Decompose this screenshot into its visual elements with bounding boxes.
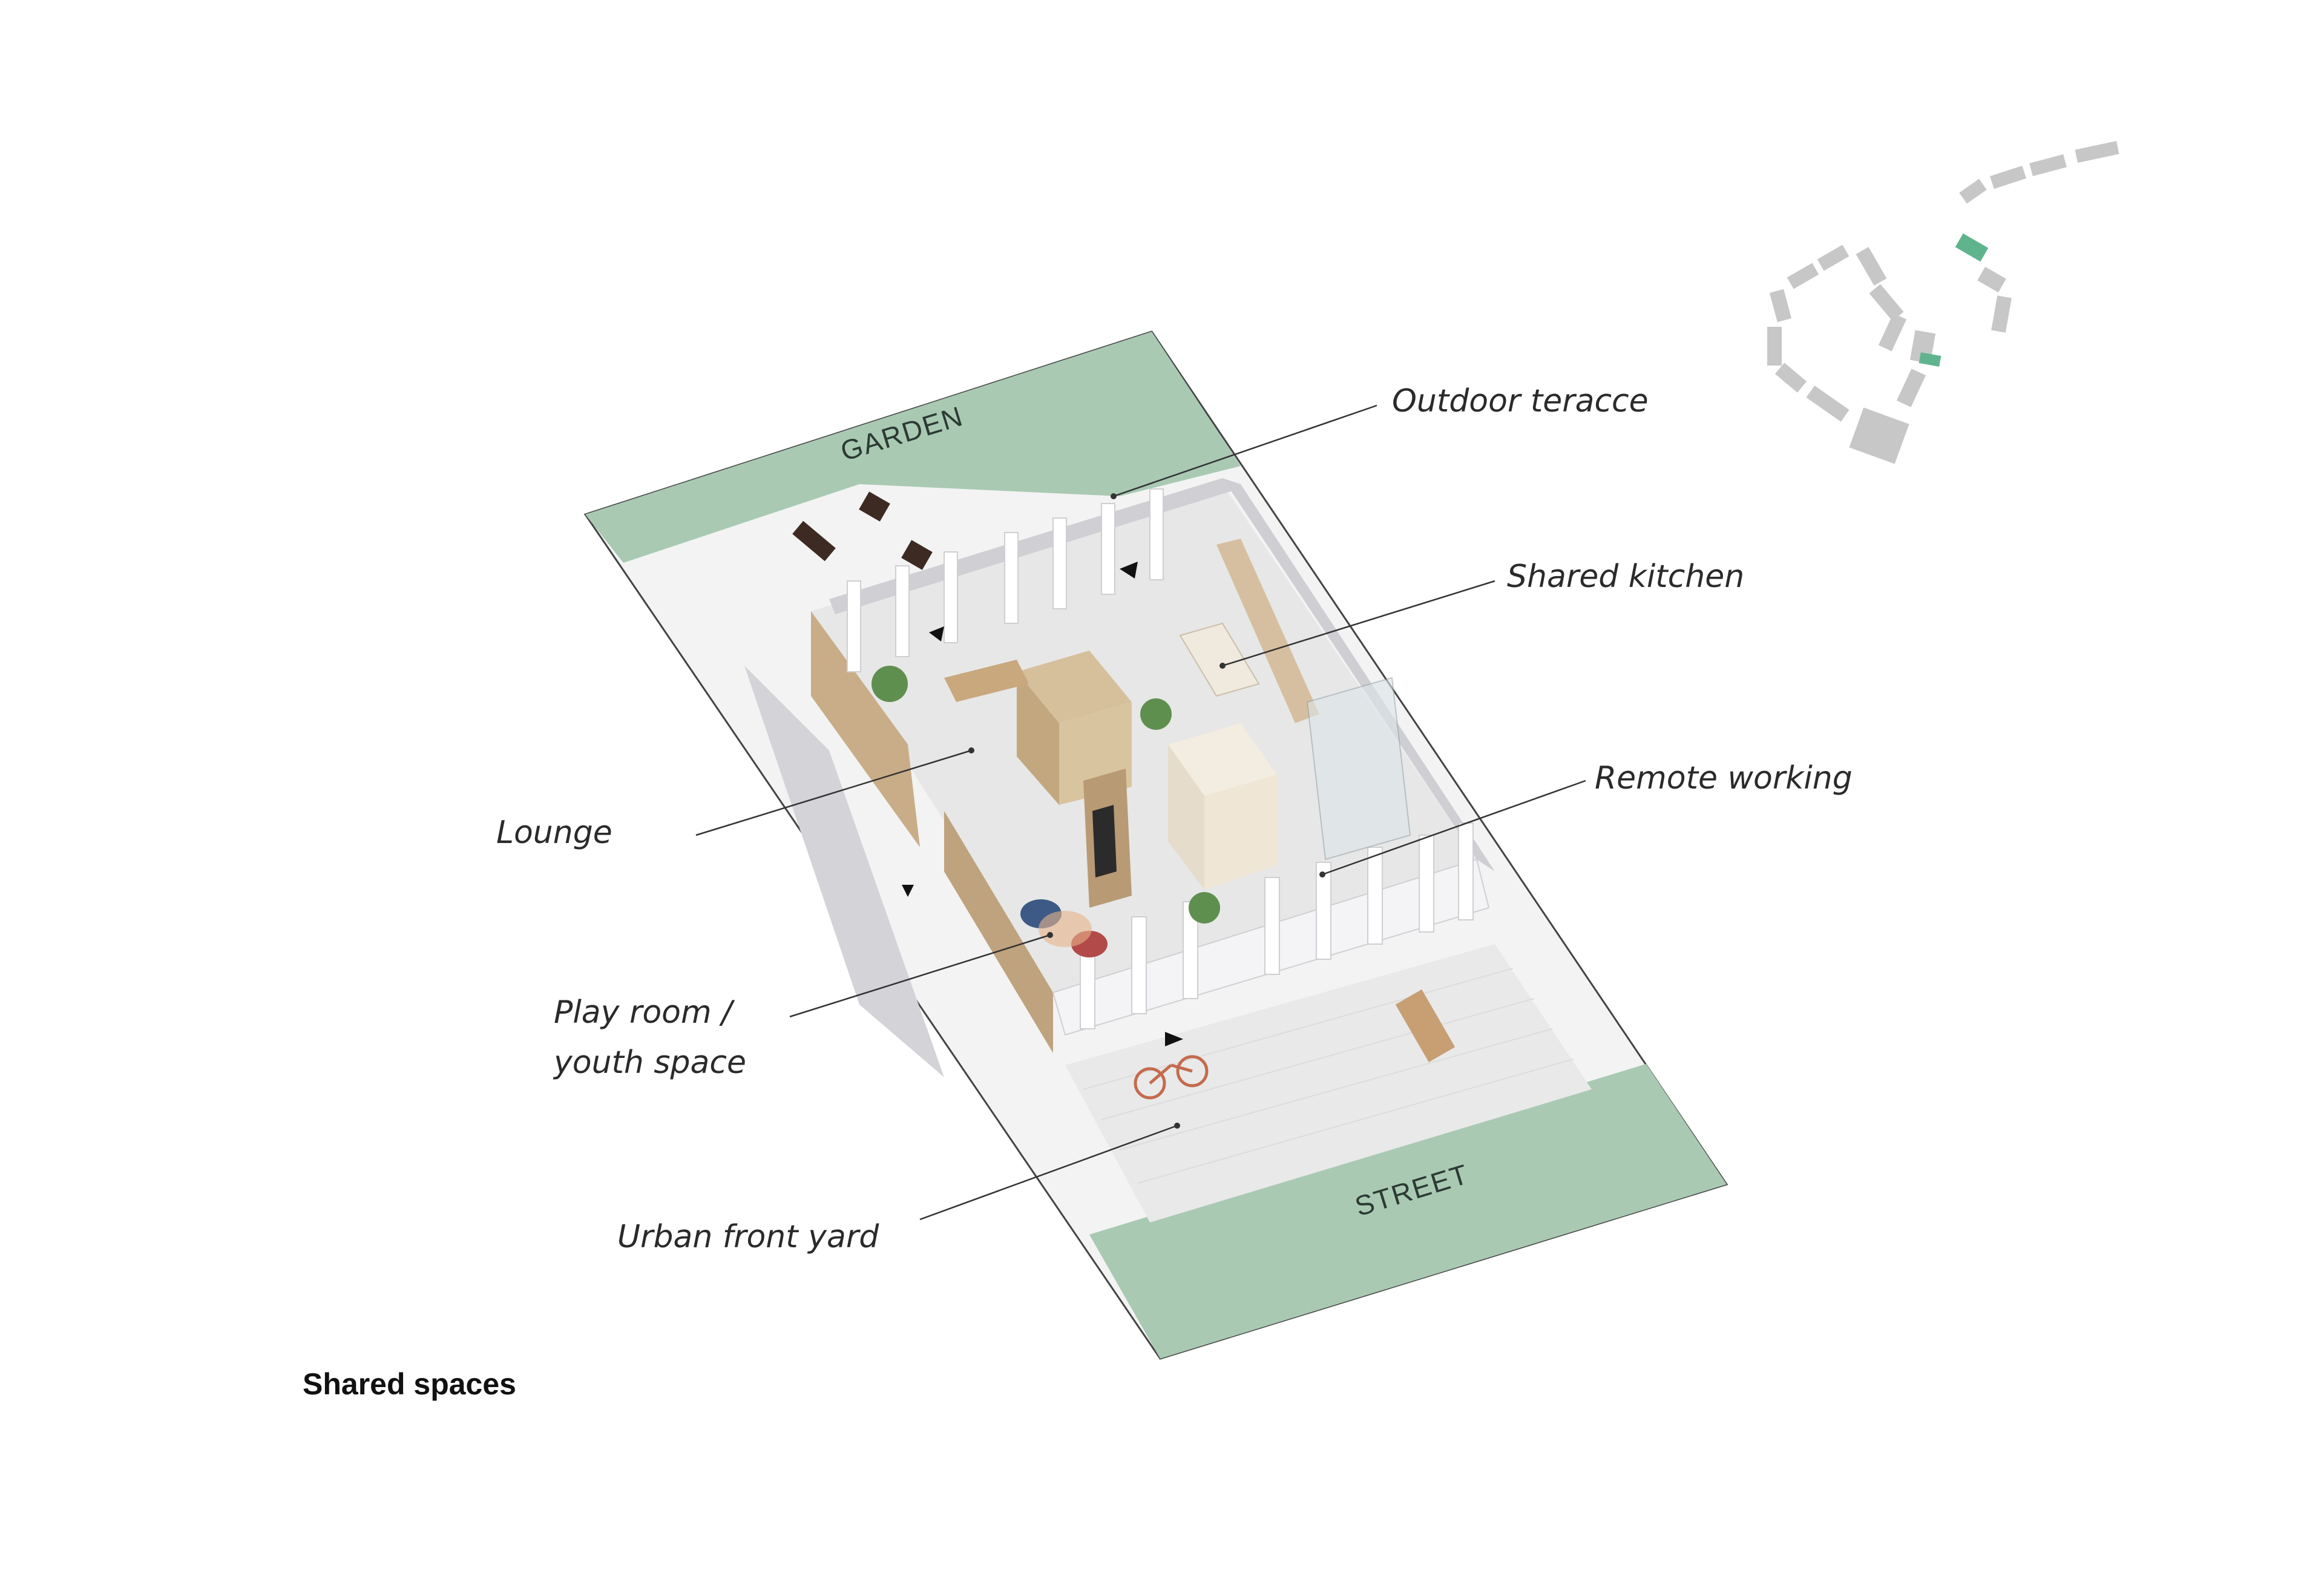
west-wall <box>811 611 920 847</box>
kitchen-core-right <box>1204 775 1277 890</box>
front-yard-paving <box>1065 944 1592 1222</box>
garden-chair <box>901 540 933 570</box>
label-outdoor-terrace: Outdoor teracce <box>1392 383 1649 419</box>
leader-shared-kitchen <box>1222 580 1495 667</box>
kitchen-core-top <box>1168 723 1277 796</box>
label-play-room-line2: youth space <box>554 1045 746 1081</box>
north-wall <box>829 478 1235 614</box>
bicycle-icon <box>1134 1055 1209 1100</box>
leader-urban-front-yard <box>919 1124 1178 1221</box>
west-wall-lower <box>944 811 1053 1053</box>
entrance-arrow-icon <box>902 885 914 897</box>
building-shadow <box>744 666 944 1077</box>
label-play-room-line1: Play room / <box>554 994 732 1031</box>
key-plan <box>1767 140 2119 464</box>
fireplace-opening <box>1092 805 1117 878</box>
label-shared-kitchen: Shared kitchen <box>1507 559 1745 595</box>
label-urban-front-yard: Urban front yard <box>617 1219 879 1255</box>
remote-working-glass <box>1306 677 1411 861</box>
entrance-arrow-icon <box>1120 562 1138 579</box>
lounge-core-top <box>1017 651 1132 723</box>
street-area <box>1089 1064 1727 1359</box>
east-wall <box>1223 478 1495 871</box>
picnic-table <box>1395 989 1456 1063</box>
label-lounge: Lounge <box>496 815 612 851</box>
kitchen-island <box>1179 622 1260 697</box>
leader-outdoor-terrace <box>1113 404 1377 497</box>
leader-remote-working <box>1322 779 1586 876</box>
plant <box>1189 892 1220 924</box>
figure-caption: Shared spaces <box>303 1367 516 1401</box>
lounge-core-left <box>1017 672 1059 805</box>
kitchen-counter <box>1216 539 1319 723</box>
building-floor <box>811 484 1477 993</box>
leader-play-room <box>789 934 1051 1018</box>
play-rug <box>1039 911 1092 947</box>
garden-area <box>585 332 1241 563</box>
entrance-arrow-icon <box>929 626 944 641</box>
leader-lounge <box>695 749 972 836</box>
plant <box>872 666 908 702</box>
entrance-arrow-icon <box>1165 1032 1183 1046</box>
garden-sofa <box>792 520 836 562</box>
label-play-room: Play room / youth space <box>554 988 746 1088</box>
kitchen-core-left <box>1168 744 1204 890</box>
plant <box>1140 698 1172 730</box>
garden-chair <box>859 491 890 522</box>
dining-table <box>944 660 1029 702</box>
label-remote-working: Remote working <box>1595 760 1853 796</box>
